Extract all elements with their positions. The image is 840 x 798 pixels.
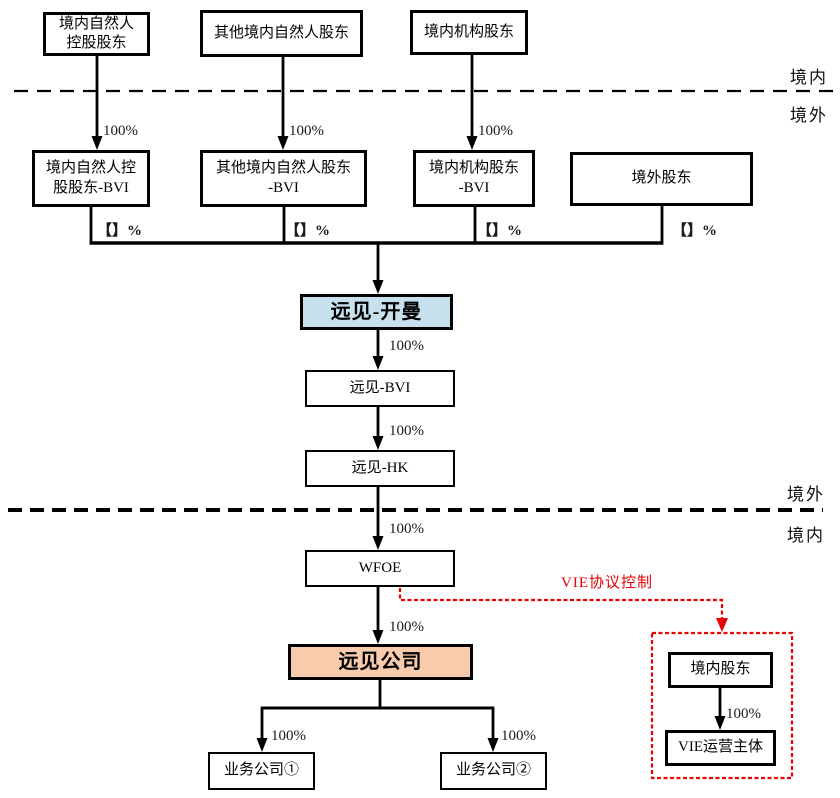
ownership-percent-label: 100%	[289, 123, 324, 139]
node-domestic-natural-controlling-shareholder-bvi: 境内自然人控 股股东-BVI	[32, 150, 150, 207]
node-business-company-2: 业务公司②	[440, 752, 547, 790]
region-label-offshore-top: 境外	[790, 106, 828, 125]
ownership-percent-label: 100%	[726, 706, 761, 722]
ownership-percent-label: 100%	[389, 619, 424, 635]
ownership-percent-label: 100%	[271, 728, 306, 744]
node-domestic-institutional-shareholders-bvi: 境内机构股东 -BVI	[413, 150, 535, 207]
ownership-percent-label: 100%	[389, 423, 424, 439]
ownership-percent-label: 100%	[478, 123, 513, 139]
vie-control-label: VIE协议控制	[561, 575, 653, 591]
ownership-percent-label: 100%	[389, 338, 424, 354]
ownership-percent-label: 100%	[103, 123, 138, 139]
region-label-offshore-bottom: 境外	[787, 485, 825, 504]
node-business-company-1: 业务公司①	[208, 752, 315, 790]
node-yuanjian-company: 远见公司	[288, 644, 473, 680]
node-yuanjian-hk: 远见-HK	[305, 450, 455, 487]
node-yuanjian-bvi: 远见-BVI	[305, 370, 455, 407]
node-other-domestic-natural-shareholders: 其他境内自然人股东	[200, 10, 363, 57]
node-vie-operating-entity: VIE运营主体	[665, 730, 776, 766]
region-label-onshore-top: 境内	[790, 68, 828, 87]
node-yuanjian-cayman: 远见-开曼	[300, 294, 453, 330]
vie-entities-dashed-box	[650, 631, 794, 780]
node-wfoe: WFOE	[305, 550, 455, 587]
ownership-bracket-percent-label: 【】%	[672, 223, 718, 239]
node-overseas-shareholders: 境外股东	[570, 152, 753, 206]
ownership-bracket-percent-label: 【】%	[285, 223, 331, 239]
ownership-arrowheads	[91, 136, 726, 752]
ownership-bracket-percent-label: 【】%	[477, 223, 523, 239]
ownership-percent-label: 100%	[501, 728, 536, 744]
ownership-lines	[89, 55, 722, 739]
node-domestic-shareholders: 境内股东	[668, 652, 773, 688]
ownership-bracket-percent-label: 【】%	[97, 223, 143, 239]
node-domestic-natural-controlling-shareholder: 境内自然人 控股股东	[43, 12, 150, 56]
ownership-percent-label: 100%	[389, 521, 424, 537]
vie-control-dashed-arrow	[398, 588, 728, 632]
node-domestic-institutional-shareholders: 境内机构股东	[410, 10, 528, 55]
node-other-domestic-natural-shareholders-bvi: 其他境内自然人股东 -BVI	[200, 150, 367, 207]
region-label-onshore-bottom: 境内	[787, 526, 825, 545]
